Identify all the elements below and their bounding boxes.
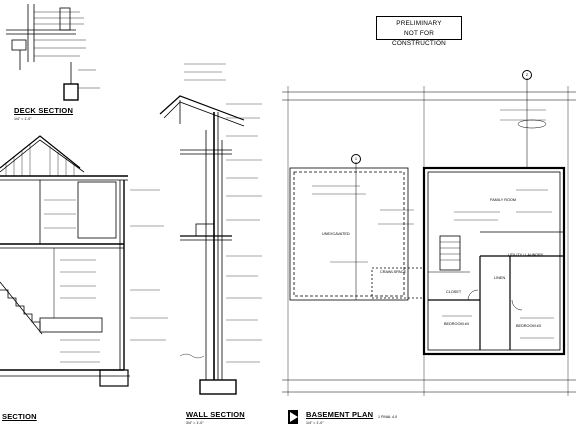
room-bedroom-3: BEDROOM #3 bbox=[516, 324, 541, 328]
room-utility: UTILITY / LAUNDRY bbox=[508, 253, 544, 257]
stamp-line-1: PRELIMINARY bbox=[396, 20, 442, 27]
deck-section-detail bbox=[6, 4, 100, 101]
deck-section-scale: 1/4" = 1'-0" bbox=[14, 117, 32, 121]
grid-marker-1: 1 bbox=[351, 154, 361, 164]
room-family: FAMILY ROOM bbox=[490, 198, 517, 202]
stamp-line-2: NOT FOR CONSTRUCTION bbox=[392, 30, 446, 47]
basement-plan-scale: 1/4" = 1'-0" bbox=[306, 421, 324, 425]
preliminary-stamp: PRELIMINARY NOT FOR CONSTRUCTION bbox=[376, 16, 462, 47]
room-unexcavated: UNEXCAVATED bbox=[322, 232, 350, 236]
basement-plan-title: BASEMENT PLAN bbox=[306, 410, 374, 419]
basement-plan-detail bbox=[282, 78, 576, 424]
building-section-detail bbox=[0, 135, 168, 387]
room-bedroom-4: BEDROOM #4 bbox=[444, 322, 469, 326]
wall-section-detail bbox=[159, 63, 262, 395]
grid-marker-2: 2 bbox=[522, 70, 532, 80]
deck-section-title: DECK SECTION bbox=[14, 106, 74, 115]
section-title: SECTION bbox=[2, 412, 37, 421]
room-closet: CLOSET bbox=[446, 290, 462, 294]
wall-section-scale: 3/4" = 1'-0" bbox=[186, 421, 204, 425]
wall-section-title: WALL SECTION bbox=[186, 410, 245, 419]
room-linen: LINEN bbox=[494, 276, 506, 280]
basement-plan-note: 1 FINAL 4.0 bbox=[378, 415, 398, 419]
room-crawlspace: CRAWLSPACE bbox=[380, 270, 407, 274]
